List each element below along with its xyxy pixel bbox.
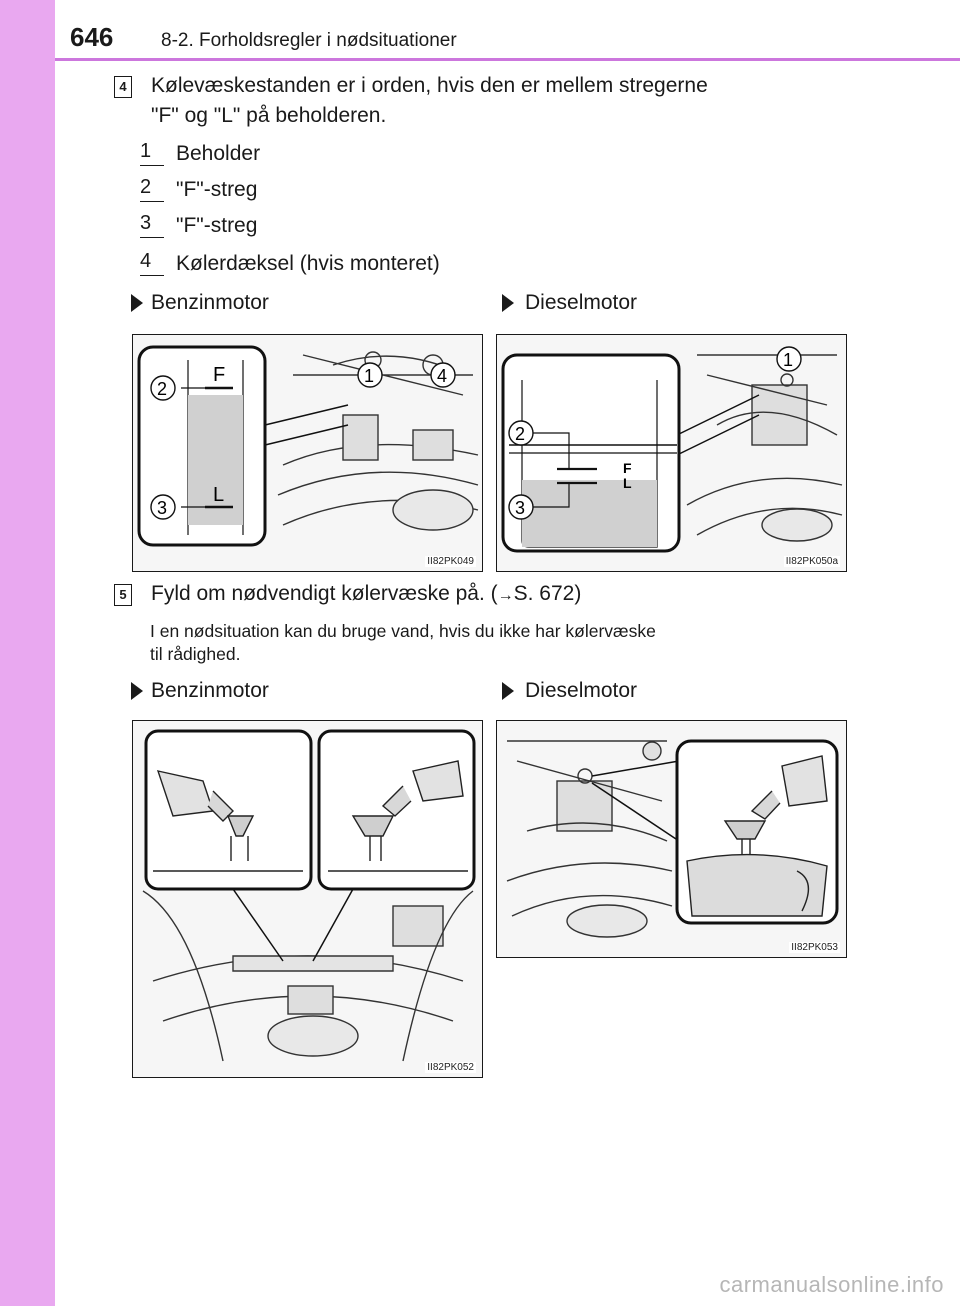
diesel-engine-heading: Dieselmotor	[525, 291, 638, 314]
figure-code: II82PK052	[425, 1062, 476, 1073]
callout-3-label: "F"-streg	[176, 214, 258, 237]
fig1-callout-3: 3	[157, 498, 167, 518]
figure-code: II82PK053	[789, 942, 840, 953]
step-4-text-line-2: "F" og "L" på beholderen.	[151, 104, 387, 127]
bullet-triangle-icon	[502, 294, 514, 312]
chapter-tab-bar	[0, 0, 55, 1306]
diesel-reservoir-illustration: 2 3 1 F L II82PK050a	[496, 334, 847, 572]
fig1-callout-2: 2	[157, 379, 167, 399]
petrol-reservoir-illustration: 2 3 1 4 F L II82PK049	[132, 334, 483, 572]
fig1-marker-l: L	[213, 484, 224, 506]
callout-4-label: Kølerdæksel (hvis monteret)	[176, 252, 440, 275]
step-5-badge: 5	[114, 584, 132, 606]
fig2-callout-3: 3	[515, 498, 525, 518]
step-4-badge: 4	[114, 76, 132, 98]
bullet-triangle-icon	[131, 294, 143, 312]
step-4-text-line-1: Kølevæskestanden er i orden, hvis den er…	[151, 74, 708, 97]
callout-2-number: 2	[140, 176, 164, 202]
coolant-refill-drawing	[142, 729, 476, 1062]
petrol-engine-heading: Benzinmotor	[151, 291, 269, 314]
fig1-callout-1: 1	[364, 366, 374, 386]
step-5-note-line-2: til rådighed.	[150, 644, 241, 664]
fig1-callout-4: 4	[437, 366, 447, 386]
bullet-triangle-icon	[502, 682, 514, 700]
header-rule	[55, 58, 960, 61]
callout-4-number: 4	[140, 250, 164, 276]
page-number: 646	[70, 22, 114, 52]
petrol-refill-illustration: II82PK052	[132, 720, 483, 1078]
section-title: 8-2. Forholdsregler i nødsituationer	[161, 30, 457, 51]
fig2-marker-l: L	[623, 475, 632, 491]
callout-1-number: 1	[140, 140, 164, 166]
fig1-marker-f: F	[213, 364, 225, 386]
coolant-refill-drawing	[506, 739, 839, 938]
fig2-callout-1: 1	[783, 350, 793, 370]
page-reference: S. 672)	[513, 582, 582, 605]
callout-2-label: "F"-streg	[176, 178, 258, 201]
diesel-engine-heading-2: Dieselmotor	[525, 679, 638, 702]
figure-code: II82PK050a	[783, 556, 840, 567]
reference-arrow-icon: →	[497, 587, 514, 604]
petrol-engine-heading-2: Benzinmotor	[151, 679, 269, 702]
callout-3-number: 3	[140, 212, 164, 238]
fig2-marker-f: F	[623, 460, 632, 476]
fig2-callout-2: 2	[515, 424, 525, 444]
step-5-note-line-1: I en nødsituation kan du bruge vand, hvi…	[150, 621, 656, 641]
figure-code: II82PK049	[425, 556, 476, 567]
callout-1-label: Beholder	[176, 142, 261, 165]
diesel-refill-illustration: II82PK053	[496, 720, 847, 958]
engine-bay-drawing: 2 3 1 4 F L	[137, 345, 479, 547]
bullet-triangle-icon	[131, 682, 143, 700]
engine-bay-drawing: 2 3 1 F L	[501, 346, 843, 553]
watermark-text: carmanualsonline.info	[719, 1272, 944, 1297]
step-5-text: Fyld om nødvendigt kølervæske på. (→S. 6…	[151, 582, 582, 605]
